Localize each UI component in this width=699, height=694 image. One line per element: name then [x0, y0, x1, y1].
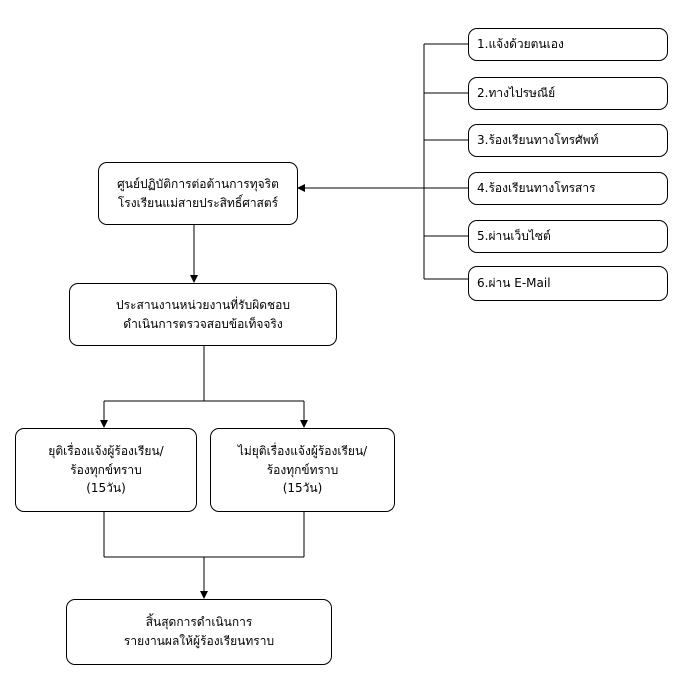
end-box: สิ้นสุดการดำเนินการ รายงานผลให้ผู้ร้องเร…	[66, 599, 332, 665]
center-box: ศูนย์ปฏิบัติการต่อต้านการทุจริต โรงเรียน…	[98, 162, 298, 225]
unresolved-box: ไม่ยุติเรื่องแจ้งผู้ร้องเรียน/ ร้องทุกข์…	[210, 428, 395, 512]
channel-box-2: 2.ทางไปรษณีย์	[468, 77, 668, 110]
coordinate-box: ประสานงานหน่วยงานที่รับผิดชอบ ดำเนินการต…	[69, 283, 337, 346]
coordinate-box-line-2: ดำเนินการตรวจสอบข้อเท็จจริง	[123, 316, 283, 331]
channel-label: 4.ร้องเรียนทางโทรสาร	[477, 181, 596, 196]
coordinate-box-line-1: ประสานงานหน่วยงานที่รับผิดชอบ	[115, 297, 291, 312]
channel-label: 3.ร้องเรียนทางโทรศัพท์	[477, 133, 599, 148]
channel-box-3: 3.ร้องเรียนทางโทรศัพท์	[468, 124, 668, 157]
center-box-line-1: ศูนย์ปฏิบัติการต่อต้านการทุจริต	[117, 176, 279, 191]
channel-label: 6.ผ่าน E-Mail	[477, 276, 551, 291]
resolved-box-line-2: ร้องทุกข์ทราบ	[70, 462, 142, 477]
center-box-line-2: โรงเรียนแม่สายประสิทธิ์ศาสตร์	[117, 195, 279, 210]
resolved-box: ยุติเรื่องแจ้งผู้ร้องเรียน/ ร้องทุกข์ทรา…	[15, 428, 197, 512]
channel-label: 2.ทางไปรษณีย์	[477, 86, 556, 101]
channel-label: 5.ผ่านเว็บไซต์	[477, 229, 551, 244]
unresolved-box-line-3: (15วัน)	[282, 481, 323, 496]
resolved-box-line-3: (15วัน)	[86, 481, 126, 496]
channel-box-4: 4.ร้องเรียนทางโทรสาร	[468, 172, 668, 205]
unresolved-box-line-2: ร้องทุกข์ทราบ	[266, 462, 339, 477]
channel-label: 1.แจ้งด้วยตนเอง	[477, 37, 564, 52]
channel-box-6: 6.ผ่าน E-Mail	[468, 266, 668, 301]
resolved-box-line-1: ยุติเรื่องแจ้งผู้ร้องเรียน/	[48, 444, 164, 459]
channel-box-5: 5.ผ่านเว็บไซต์	[468, 220, 668, 253]
end-box-line-2: รายงานผลให้ผู้ร้องเรียนทราบ	[123, 634, 275, 648]
end-box-line-1: สิ้นสุดการดำเนินการ	[145, 615, 253, 630]
channel-box-1: 1.แจ้งด้วยตนเอง	[468, 28, 668, 61]
unresolved-box-line-1: ไม่ยุติเรื่องแจ้งผู้ร้องเรียน/	[237, 444, 368, 459]
